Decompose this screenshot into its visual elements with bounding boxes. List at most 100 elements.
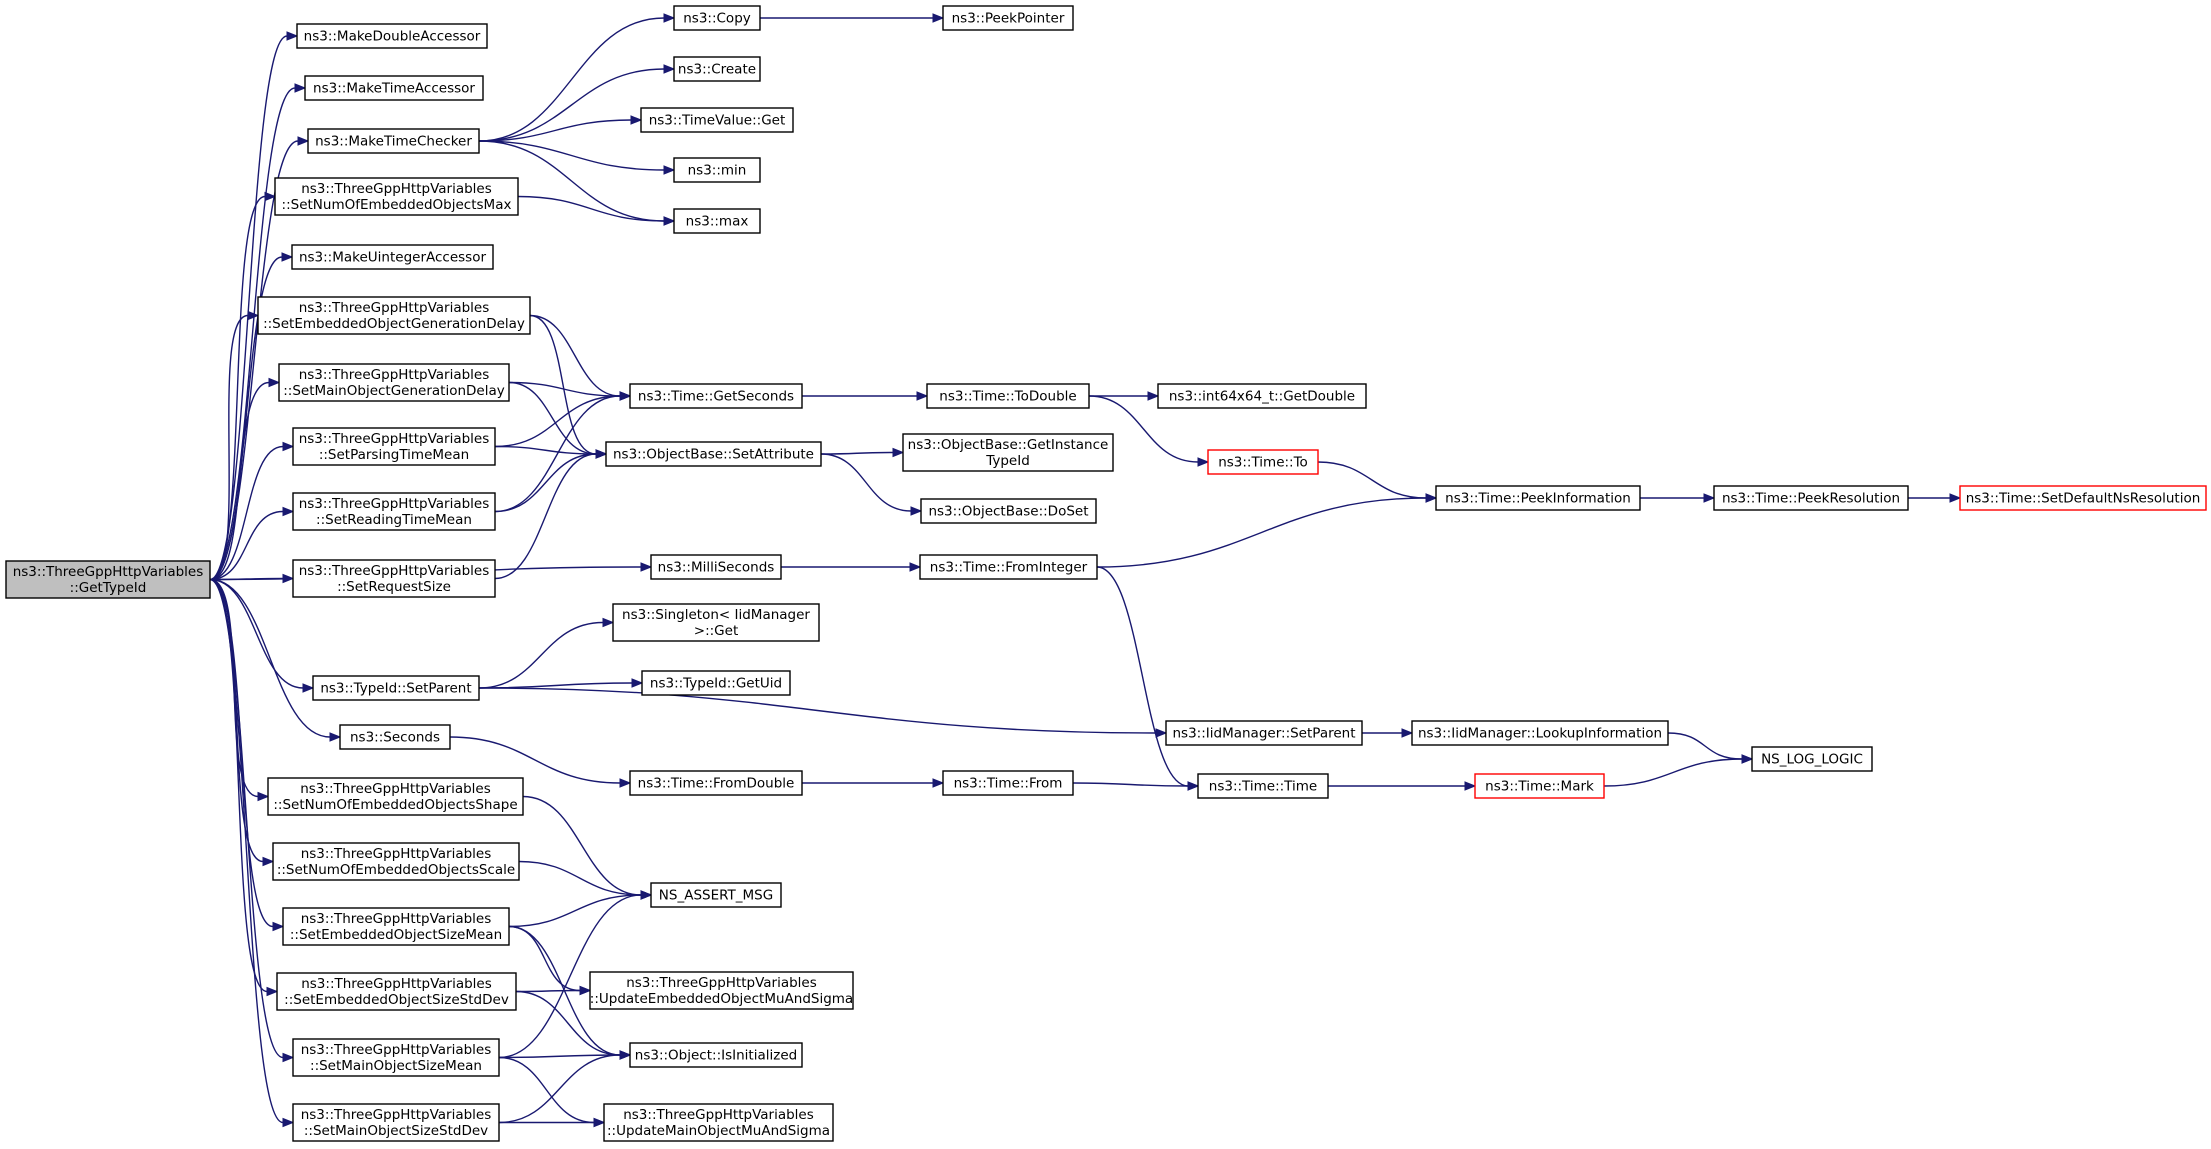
node-timeMark[interactable]: ns3::Time::Mark <box>1474 773 1605 799</box>
node-isInitialized[interactable]: ns3::Object::IsInitialized <box>629 1042 803 1068</box>
node-lookupInformation[interactable]: ns3::IidManager::LookupInformation <box>1411 720 1669 746</box>
node-setNumEmbScale[interactable]: ns3::ThreeGppHttpVariables::SetNumOfEmbe… <box>272 842 520 881</box>
node-singletonGet[interactable]: ns3::Singleton< IidManager >::Get <box>612 603 820 642</box>
node-setMainGenDelay[interactable]: ns3::ThreeGppHttpVariables::SetMainObjec… <box>278 363 510 402</box>
node-timeTo[interactable]: ns3::Time::To <box>1207 449 1319 475</box>
node-doSet[interactable]: ns3::ObjectBase::DoSet <box>920 498 1097 524</box>
node-makeUintegerAccessor[interactable]: ns3::MakeUintegerAccessor <box>291 244 494 270</box>
node-label: ns3::max <box>686 214 749 230</box>
node-box <box>1157 383 1367 409</box>
node-nsAssertMsg[interactable]: NS_ASSERT_MSG <box>650 882 782 908</box>
node-peekPointer[interactable]: ns3::PeekPointer <box>942 5 1074 31</box>
node-box <box>292 492 496 531</box>
node-iidSetParent[interactable]: ns3::IidManager::SetParent <box>1165 720 1363 746</box>
edge-root-to-setMainSizeMean <box>209 578 295 1063</box>
edge-timeMark-to-nsLogLogic <box>1603 754 1754 787</box>
arrowhead <box>268 377 281 388</box>
node-create[interactable]: ns3::Create <box>673 56 761 82</box>
node-box <box>919 554 1098 580</box>
arrowhead <box>1401 728 1414 738</box>
node-makeTimeChecker[interactable]: ns3::MakeTimeChecker <box>307 128 480 154</box>
edge-line <box>498 1054 621 1059</box>
edge-setReadingTimeMean-to-timeGetSeconds <box>494 391 632 513</box>
node-setDefaultNsResolution[interactable]: ns3::Time::SetDefaultNsResolution <box>1959 485 2207 511</box>
node-setEmbSizeStdDev[interactable]: ns3::ThreeGppHttpVariables::SetEmbeddedO… <box>276 972 517 1011</box>
node-label: ns3::ThreeGppHttpVariables <box>300 781 491 797</box>
node-max[interactable]: ns3::max <box>673 208 761 234</box>
node-setReadingTimeMean[interactable]: ns3::ThreeGppHttpVariables::SetReadingTi… <box>292 492 496 531</box>
node-min[interactable]: ns3::min <box>673 157 761 183</box>
node-updateEmb[interactable]: ns3::ThreeGppHttpVariables::UpdateEmbedd… <box>589 971 854 1010</box>
node-label: ::SetEmbeddedObjectGenerationDelay <box>263 316 525 332</box>
node-typeIdSetParent[interactable]: ns3::TypeId::SetParent <box>312 675 480 701</box>
node-setRequestSize[interactable]: ns3::ThreeGppHttpVariables::SetRequestSi… <box>292 559 496 598</box>
edge-iidSetParent-to-lookupInformation <box>1361 728 1414 738</box>
node-setEmbSizeMean[interactable]: ns3::ThreeGppHttpVariables::SetEmbeddedO… <box>282 907 510 946</box>
node-timeFromDouble[interactable]: ns3::Time::FromDouble <box>629 770 803 796</box>
edge-line <box>478 687 1157 734</box>
edge-root-to-setMainGenDelay <box>209 377 281 581</box>
node-timeGetSeconds[interactable]: ns3::Time::GetSeconds <box>629 383 803 409</box>
node-setNumEmbShape[interactable]: ns3::ThreeGppHttpVariables::SetNumOfEmbe… <box>267 777 524 816</box>
node-setMainSizeMean[interactable]: ns3::ThreeGppHttpVariables::SetMainObjec… <box>292 1038 500 1077</box>
node-makeDoubleAccessor[interactable]: ns3::MakeDoubleAccessor <box>296 23 488 49</box>
node-timeTime[interactable]: ns3::Time::Time <box>1197 773 1329 799</box>
node-box <box>304 75 484 101</box>
edge-line <box>209 578 268 993</box>
node-peekResolution[interactable]: ns3::Time::PeekResolution <box>1713 485 1909 511</box>
node-setAttribute[interactable]: ns3::ObjectBase::SetAttribute <box>605 441 822 467</box>
node-milliSeconds[interactable]: ns3::MilliSeconds <box>650 554 782 580</box>
node-box <box>650 554 782 580</box>
node-label: ns3::TypeId::GetUid <box>650 676 782 692</box>
edge-line <box>478 140 665 222</box>
node-box <box>5 560 211 599</box>
node-label: ns3::ObjectBase::GetInstance <box>908 437 1109 453</box>
node-peekInformation[interactable]: ns3::Time::PeekInformation <box>1435 485 1641 511</box>
node-box <box>1751 746 1873 772</box>
edge-line <box>508 381 621 397</box>
node-nsLogLogic[interactable]: NS_LOG_LOGIC <box>1751 746 1873 772</box>
node-copy[interactable]: ns3::Copy <box>673 5 761 31</box>
node-timeFrom[interactable]: ns3::Time::From <box>942 770 1074 796</box>
node-setMainSizeStdDev[interactable]: ns3::ThreeGppHttpVariables::SetMainObjec… <box>292 1103 500 1142</box>
edge-line <box>209 578 284 1124</box>
edge-line <box>1088 395 1199 463</box>
node-typeIdGetUid[interactable]: ns3::TypeId::GetUid <box>641 670 791 696</box>
edge-timeTo-to-peekInformation <box>1317 461 1438 503</box>
node-timeValueGet[interactable]: ns3::TimeValue::Get <box>640 107 794 133</box>
node-seconds[interactable]: ns3::Seconds <box>339 724 451 750</box>
node-label: ns3::min <box>688 163 747 179</box>
arrowhead <box>257 791 270 802</box>
node-label: ns3::int64x64_t::GetDouble <box>1169 389 1355 405</box>
arrowhead <box>302 683 315 693</box>
node-setNumEmbMax[interactable]: ns3::ThreeGppHttpVariables::SetNumOfEmbe… <box>274 177 519 216</box>
arrowhead <box>595 449 608 459</box>
node-makeTimeAccessor[interactable]: ns3::MakeTimeAccessor <box>304 75 484 101</box>
node-fromInteger[interactable]: ns3::Time::FromInteger <box>919 554 1098 580</box>
edge-line <box>209 578 331 738</box>
node-label: NS_LOG_LOGIC <box>1761 752 1863 768</box>
node-label: ::SetNumOfEmbeddedObjectsMax <box>282 197 512 213</box>
node-label: ns3::MakeDoubleAccessor <box>304 29 481 45</box>
edge-line <box>498 894 642 1059</box>
edge-toDouble-to-getDouble <box>1088 391 1160 401</box>
node-label: ::SetMainObjectGenerationDelay <box>283 383 504 399</box>
node-label: ::SetParsingTimeMean <box>319 447 469 463</box>
edge-setReadingTimeMean-to-setAttribute <box>494 449 608 513</box>
node-toDouble[interactable]: ns3::Time::ToDouble <box>926 383 1090 409</box>
node-box <box>650 882 782 908</box>
edge-line <box>508 925 581 992</box>
edge-fromInteger-to-peekInformation <box>1096 493 1438 568</box>
node-getDouble[interactable]: ns3::int64x64_t::GetDouble <box>1157 383 1367 409</box>
edge-root-to-setEmbGenDelay <box>209 310 260 581</box>
edge-line <box>1096 566 1189 787</box>
node-setEmbGenDelay[interactable]: ns3::ThreeGppHttpVariables::SetEmbeddedO… <box>257 296 531 335</box>
arrowhead <box>1155 728 1168 738</box>
node-label: ns3::Copy <box>683 11 751 27</box>
node-setParsingTimeMean[interactable]: ns3::ThreeGppHttpVariables::SetParsingTi… <box>292 427 496 466</box>
node-box <box>1713 485 1909 511</box>
node-updateMain[interactable]: ns3::ThreeGppHttpVariables::UpdateMainOb… <box>603 1103 834 1142</box>
node-label: ::SetMainObjectSizeStdDev <box>304 1123 488 1139</box>
node-root[interactable]: ns3::ThreeGppHttpVariables::GetTypeId <box>5 560 211 599</box>
